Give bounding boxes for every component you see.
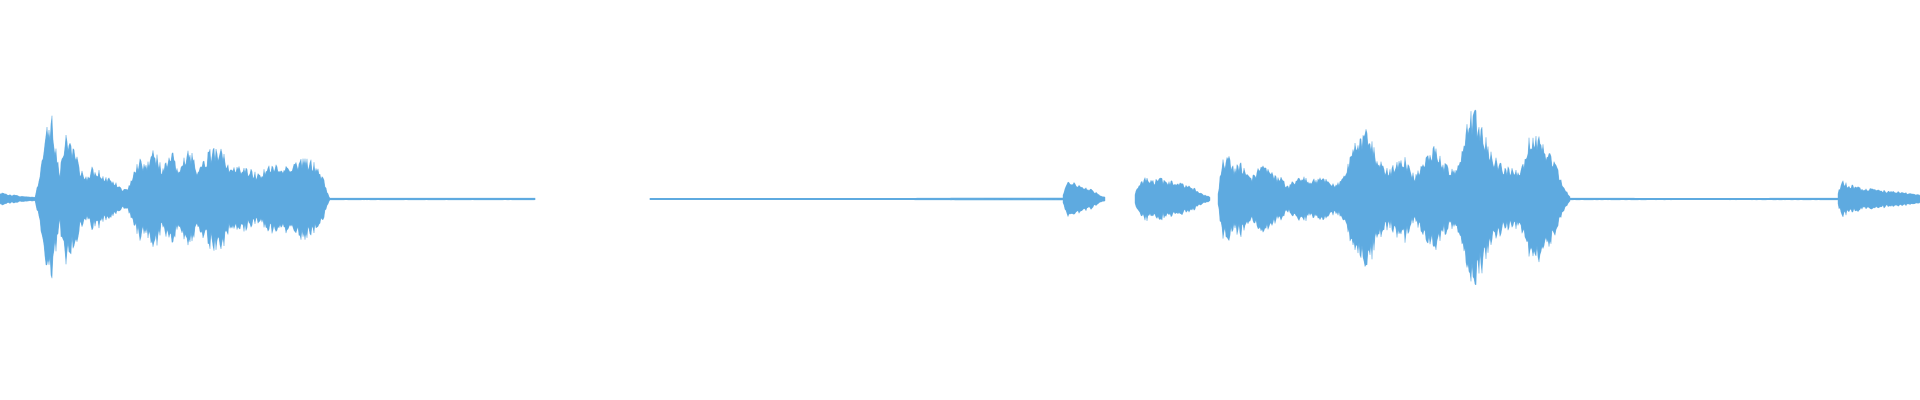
waveform-segment-speech xyxy=(0,115,331,279)
waveform-segment-speech xyxy=(1062,181,1106,218)
waveform-segment-silence xyxy=(649,197,1064,201)
waveform-segment-speech xyxy=(1217,109,1571,286)
waveform-segment-speech xyxy=(1134,176,1211,221)
waveform-segment-silence xyxy=(1569,197,1839,201)
waveform-segment-silence xyxy=(329,197,536,201)
waveform-segment-speech xyxy=(1837,180,1920,218)
waveform-group xyxy=(0,109,1920,286)
